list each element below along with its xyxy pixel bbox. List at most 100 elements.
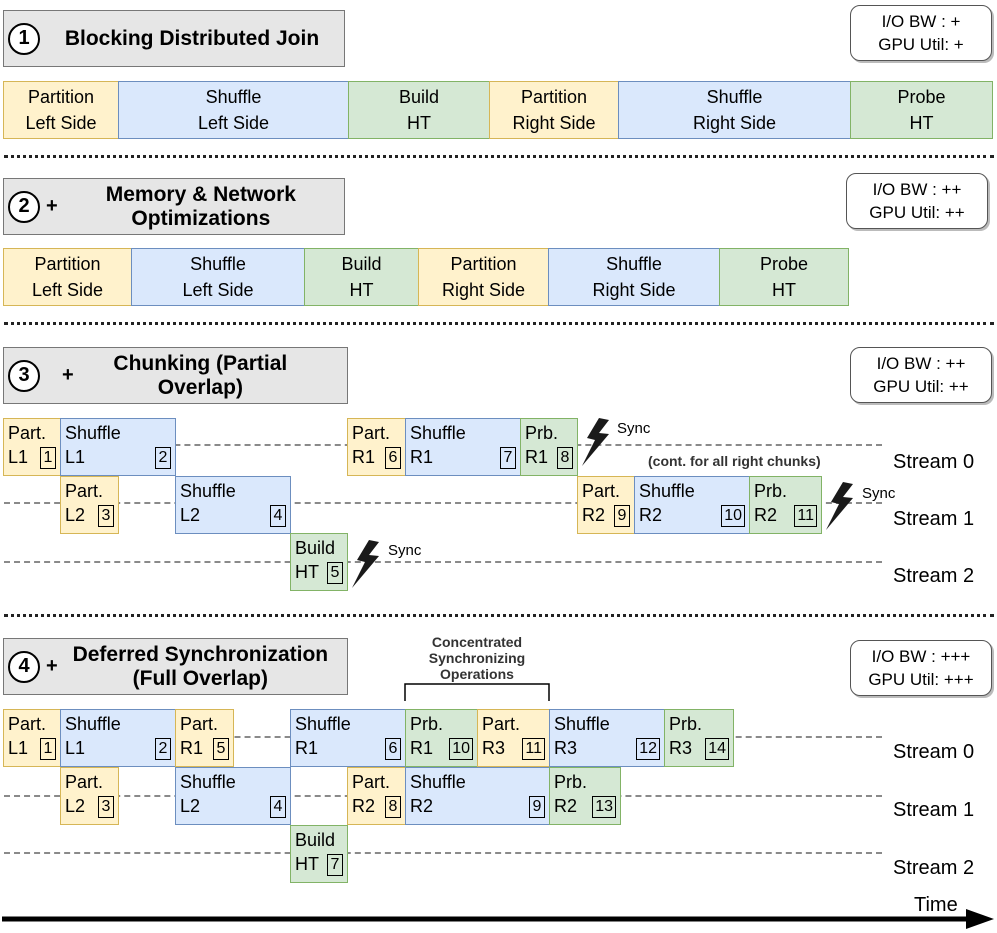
op-label: Shuffle [639,481,695,501]
step-number: 7 [327,854,343,876]
op-label: Prb. [525,423,559,443]
op-chunk: R1 [180,738,204,758]
lightning-bolt-icon [582,418,609,466]
phase-label: Left Side [182,280,254,300]
stream-2-label: Stream 2 [893,565,975,587]
step-number: 9 [529,796,545,818]
op-chunk: L2 [65,505,86,525]
op-chunk: L1 [65,738,86,758]
op-chunk: L2 [180,505,201,525]
concentrated-sync-label: Concentrated Synchronizing Operations [428,634,526,682]
op-chunk: R3 [482,738,506,758]
section-1-stats: I/O BW : + GPU Util: + [850,5,992,61]
step-circle-1: 1 [8,22,40,55]
phase-label: Build [341,254,382,274]
op-chunk: R1 [352,447,376,467]
phase-label: Partition [27,87,95,107]
op-label: Part. [65,772,104,792]
sync-label: Sync [617,420,651,437]
op-chunk: R1 [410,447,434,467]
op-label: Part. [8,423,47,443]
op-chunk: R1 [295,738,319,758]
op-label: Part. [582,481,621,501]
step-number: 1 [40,447,56,469]
sync-label: Sync [862,485,896,502]
time-label: Time [914,894,958,916]
op-label: Shuffle [410,772,466,792]
step-circle-4: 4 [8,650,40,683]
phase-label: Probe [897,87,946,107]
io-bw-stat: I/O BW : +++ [871,647,971,666]
op-label: Prb. [669,714,703,734]
op-chunk: R2 [639,505,663,525]
op-chunk: R2 [554,796,578,816]
section-4-stats: I/O BW : +++ GPU Util: +++ [850,640,992,696]
time-arrow-icon [2,909,994,929]
op-chunk: R2 [352,796,376,816]
phase-label: HT [909,113,934,133]
op-label: Shuffle [180,481,236,501]
io-bw-stat: I/O BW : ++ [876,354,966,373]
phase-label: Probe [759,254,809,274]
step-number: 11 [794,505,817,527]
plus-sign: + [62,364,74,386]
step-number: 6 [385,447,401,469]
phase-label: Right Side [441,280,526,300]
phase-label: Left Side [25,113,97,133]
op-label: Build [295,538,336,558]
op-label: Part. [352,772,391,792]
plus-sign: + [46,195,58,217]
step-number: 2 [155,738,171,760]
step-number: 10 [449,738,473,760]
op-label: Part. [65,481,104,501]
step-number: 4 [270,796,286,818]
phase-label: Partition [34,254,101,274]
section-2-stats: I/O BW : ++ GPU Util: ++ [846,173,988,229]
section-4-title: 4 + Deferred Synchronization (Full Overl… [3,638,348,695]
lightning-bolt-icon [826,482,853,530]
op-label: Shuffle [295,714,351,734]
op-chunk: R2 [410,796,434,816]
gpu-util-stat: GPU Util: ++ [873,377,969,396]
sync-label: Sync [388,542,422,559]
op-chunk: HT [295,854,319,874]
op-chunk: HT [295,562,319,582]
gpu-util-stat: GPU Util: +++ [868,670,974,689]
section-2-title: 2 + Memory & Network Optimizations [3,178,345,235]
op-label: Shuffle [554,714,610,734]
io-bw-stat: I/O BW : ++ [872,180,962,199]
phase-label: HT [772,280,796,300]
lightning-bolt-icon [352,540,379,588]
op-label: Shuffle [410,423,466,443]
stream-2-line [4,561,882,563]
op-label: Part. [180,714,219,734]
section-3-stats: I/O BW : ++ GPU Util: ++ [850,347,992,403]
gpu-util-stat: GPU Util: + [878,35,964,54]
section-1-title-text: Blocking Distributed Join [64,26,320,50]
step-number: 14 [705,738,729,760]
op-chunk: L1 [8,447,29,467]
section-divider [4,322,994,325]
op-chunk: L1 [8,738,29,758]
